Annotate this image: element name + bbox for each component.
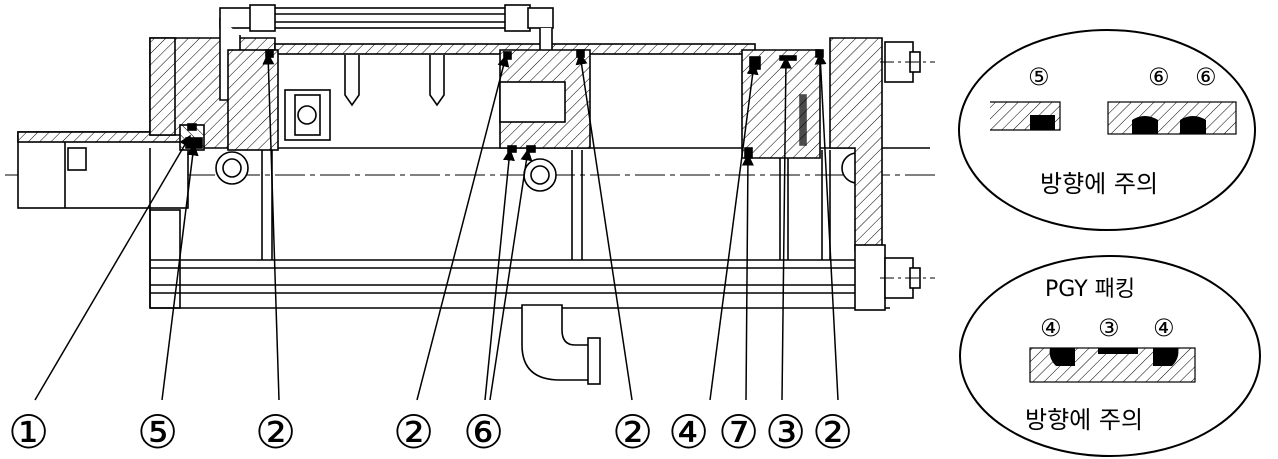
detail-top-label-6b: ⑥	[1195, 63, 1217, 91]
detail-bottom-label-4b: ④	[1153, 314, 1175, 342]
leader-lines	[34, 52, 839, 401]
callout-4: ④	[668, 405, 709, 459]
callout-labels: ① ⑤ ② ② ⑥ ② ④ ⑦ ③ ②	[8, 405, 853, 459]
detail-bottom-label-3: ③	[1098, 314, 1120, 342]
callout-3: ③	[765, 405, 806, 459]
detail-top-label-5: ⑤	[1028, 63, 1050, 91]
callout-2-a: ②	[255, 405, 296, 459]
detail-top-label-6a: ⑥	[1148, 63, 1170, 91]
piston-rod	[17, 131, 189, 209]
cylinder-assembly	[5, 4, 935, 385]
detail-bottom-caption: 방향에 주의	[1025, 406, 1143, 434]
seal-4	[749, 56, 761, 70]
external-pipe	[269, 7, 511, 29]
detail-top-caption: 방향에 주의	[1040, 170, 1158, 198]
detail-bottom: PGY 패킹 ④ ③ ④ 방향에 주의	[959, 255, 1261, 457]
seal-2a	[265, 49, 274, 58]
detail-bottom-title: PGY 패킹	[1045, 277, 1135, 302]
head-cover	[829, 37, 883, 251]
callout-2-c: ②	[612, 405, 653, 459]
callout-6: ⑥	[463, 405, 504, 459]
callout-2-b: ②	[393, 405, 434, 459]
callout-2-d: ②	[812, 405, 853, 459]
detail-bottom-label-4a: ④	[1040, 314, 1062, 342]
seal-1	[187, 123, 197, 131]
seal-3	[779, 55, 797, 61]
callout-5: ⑤	[137, 405, 178, 459]
detail-top: ⑤ ⑥ ⑥ 방향에 주의	[958, 29, 1256, 231]
callout-7: ⑦	[718, 405, 759, 459]
elbow-fitting	[521, 304, 591, 381]
callout-1: ①	[8, 405, 49, 459]
